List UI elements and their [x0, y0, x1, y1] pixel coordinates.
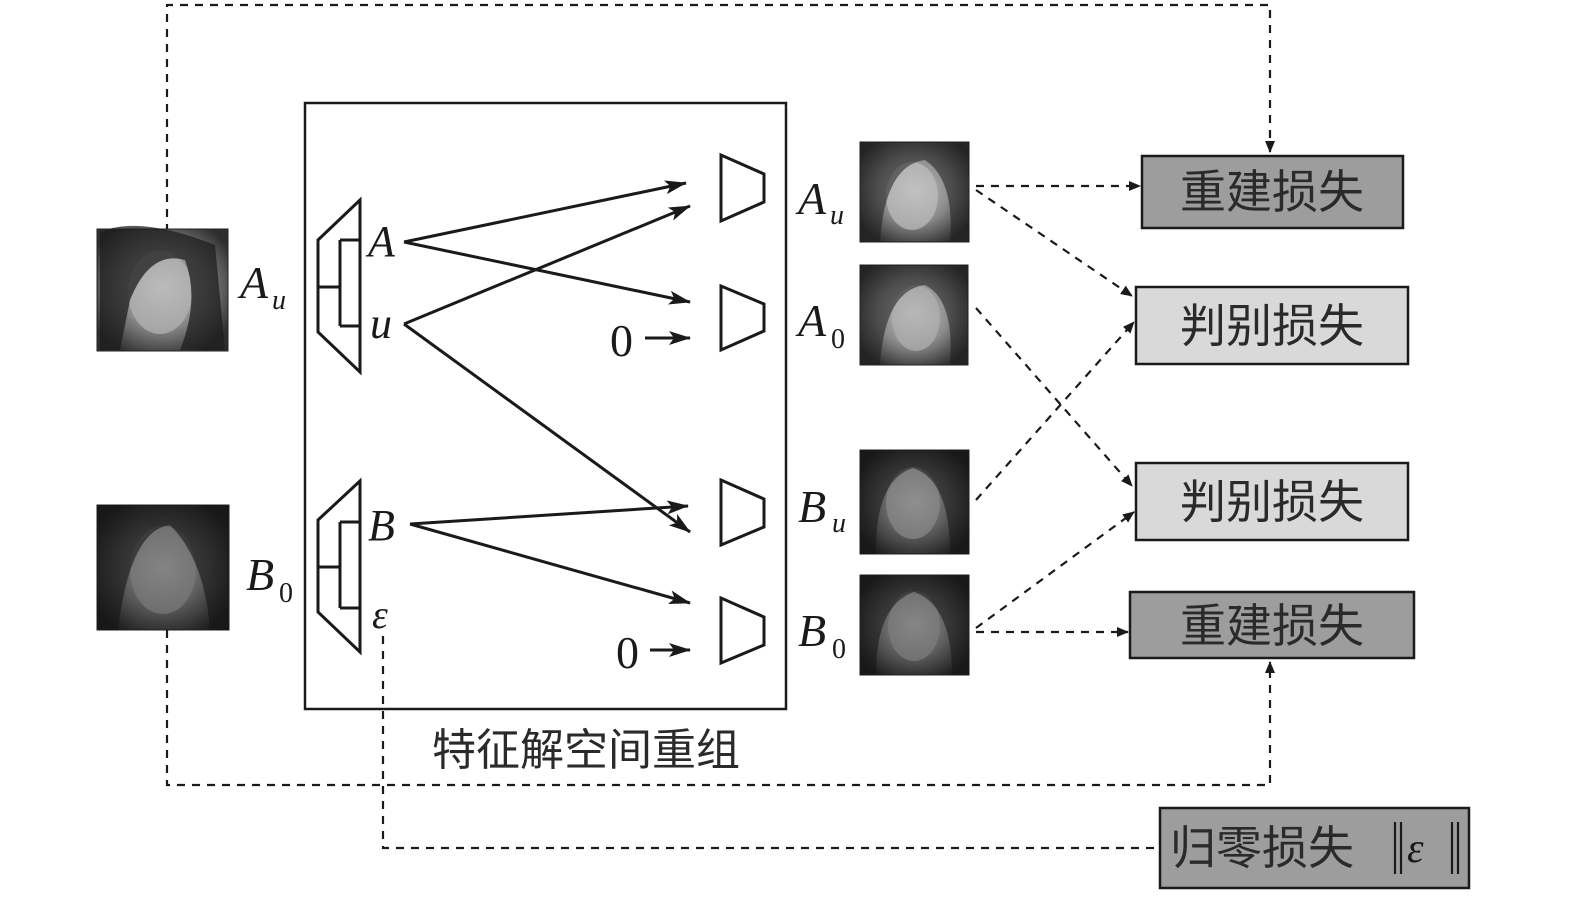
feature-a-label: A	[365, 217, 396, 266]
output-face-a-0	[859, 264, 969, 366]
disc-loss-b-label: 判别损失	[1180, 475, 1364, 529]
input-face-b	[96, 504, 230, 631]
input-face-a	[96, 225, 229, 352]
recombination-caption: 特征解空间重组	[432, 725, 740, 776]
disc-loss-a-label: 判别损失	[1180, 299, 1364, 353]
output-face-a-u	[859, 141, 970, 243]
recon-loss-top: 重建损失	[1140, 154, 1405, 230]
recombination-frame	[303, 101, 788, 711]
arrow-u-to-dec1	[403, 204, 691, 326]
dash-au-to-disc-a	[975, 189, 1133, 297]
output-label-3: B	[798, 481, 826, 532]
feedback-bottom-line	[165, 630, 1275, 787]
feature-b-label: B	[368, 501, 395, 550]
output-label-2: A	[795, 295, 827, 346]
recon-loss-bottom: 重建损失	[1128, 590, 1416, 660]
output-label-4: B	[798, 605, 826, 656]
dash-bu-to-disc-a	[975, 321, 1135, 501]
zero-loss-label: 归零损失	[1170, 821, 1354, 875]
arrow-u-to-dec3	[403, 322, 691, 534]
disc-loss-a: 判别损失	[1134, 285, 1410, 366]
encoder-b	[316, 477, 362, 656]
dash-a0-to-disc-b	[975, 307, 1133, 487]
output-label-2-sub: 0	[831, 324, 845, 355]
norm-bars	[1393, 822, 1460, 874]
recon-loss-top-label: 重建损失	[1180, 165, 1364, 219]
decoder-3	[719, 477, 766, 548]
input-label-b: B	[246, 549, 274, 600]
zero-loss-norm-symbol: ε	[1407, 826, 1424, 872]
output-label-3-sub: u	[832, 508, 846, 539]
decoder-4	[719, 595, 766, 666]
encoder-a	[316, 196, 362, 376]
zero-loss: 归零损失 ε	[1158, 806, 1471, 890]
output-face-b-u	[859, 449, 970, 555]
decoder-2	[719, 283, 766, 353]
recon-loss-bottom-label: 重建损失	[1180, 599, 1364, 653]
output-label-1-sub: u	[830, 200, 844, 231]
feature-epsilon-label: ε	[372, 592, 388, 637]
input-label-a: A	[237, 257, 269, 308]
arrow-b-to-dec3	[409, 500, 689, 526]
dash-b0-to-disc-b	[975, 511, 1135, 629]
output-face-b-0	[859, 574, 970, 676]
epsilon-zero-line	[381, 636, 1160, 850]
output-label-4-sub: 0	[832, 634, 846, 665]
feature-u-label: u	[370, 299, 392, 348]
zero-input-1: 0	[610, 315, 633, 366]
disc-loss-b: 判别损失	[1134, 461, 1410, 542]
output-label-1: A	[795, 173, 827, 224]
feedback-top-line	[165, 3, 1275, 232]
decoder-1	[719, 152, 766, 224]
arrow-a-to-dec1	[403, 180, 687, 244]
input-label-b-sub: 0	[279, 578, 293, 609]
arrow-a-to-dec2	[403, 240, 691, 305]
arrow-b-to-dec4	[409, 522, 691, 605]
zero-input-2: 0	[616, 627, 639, 678]
input-label-a-sub: u	[272, 285, 286, 316]
